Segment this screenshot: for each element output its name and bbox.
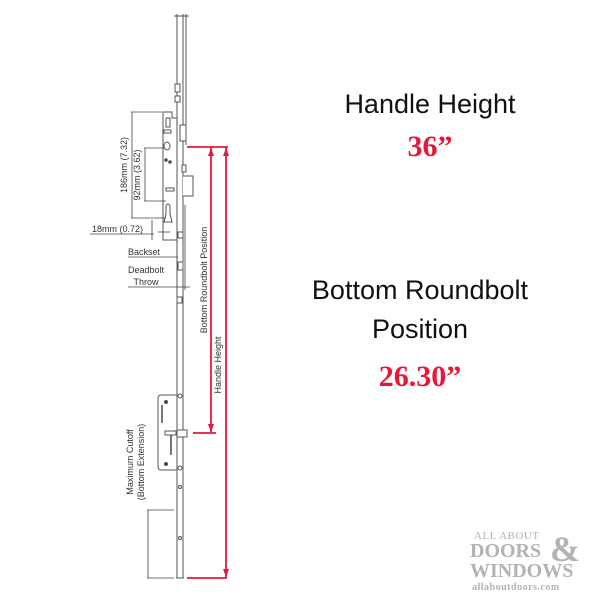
arrow-up-icon <box>223 148 229 156</box>
watermark-line2: DOORS <box>470 540 542 562</box>
dim-186-label: 186mm (7.32) <box>119 137 129 193</box>
red-measure-lines <box>187 146 228 579</box>
dim-18-label: 18mm (0.72) <box>92 224 143 234</box>
red-arrowheads <box>208 148 229 577</box>
arrow-down-icon <box>223 569 229 577</box>
roundbolt-value: 26.30” <box>378 360 462 393</box>
lock-faceplate <box>174 14 189 579</box>
deadbolt-label-line2: Throw <box>133 277 159 287</box>
watermark-line3: WINDOWS <box>470 560 574 582</box>
arrow-down-icon <box>208 424 214 432</box>
dim-92-label: 92mm (3.62) <box>132 149 142 200</box>
handle-height-value: 36” <box>407 130 453 163</box>
backset-label: Backset <box>128 247 161 257</box>
handle-height-label: Handle Height <box>344 89 516 119</box>
arrow-up-icon <box>208 148 214 156</box>
deadbolt-label-line1: Deadbolt <box>128 265 165 275</box>
roundbolt-label-line1: Bottom Roundbolt <box>311 275 529 305</box>
cutoff-label-line2: (Bottom Extension) <box>136 424 146 501</box>
watermark-ampersand: & <box>550 529 580 569</box>
roundbolt-case <box>157 296 188 540</box>
gearbox-case <box>162 111 194 271</box>
watermark-url: allaboutdoors.com <box>472 582 560 593</box>
watermark-line1: ALL ABOUT <box>474 530 540 542</box>
roundbolt-label-line2: Position <box>371 314 469 344</box>
vertical-roundbolt-label: Bottom Roundbolt Position <box>199 227 209 334</box>
dimension-lines <box>90 111 190 579</box>
vertical-handle-label: Handle Height <box>213 336 223 394</box>
cutoff-label-line1: Maximum Cutoff <box>125 429 135 495</box>
brand-watermark: ALL ABOUT DOORS & WINDOWS allaboutdoors.… <box>470 520 590 593</box>
